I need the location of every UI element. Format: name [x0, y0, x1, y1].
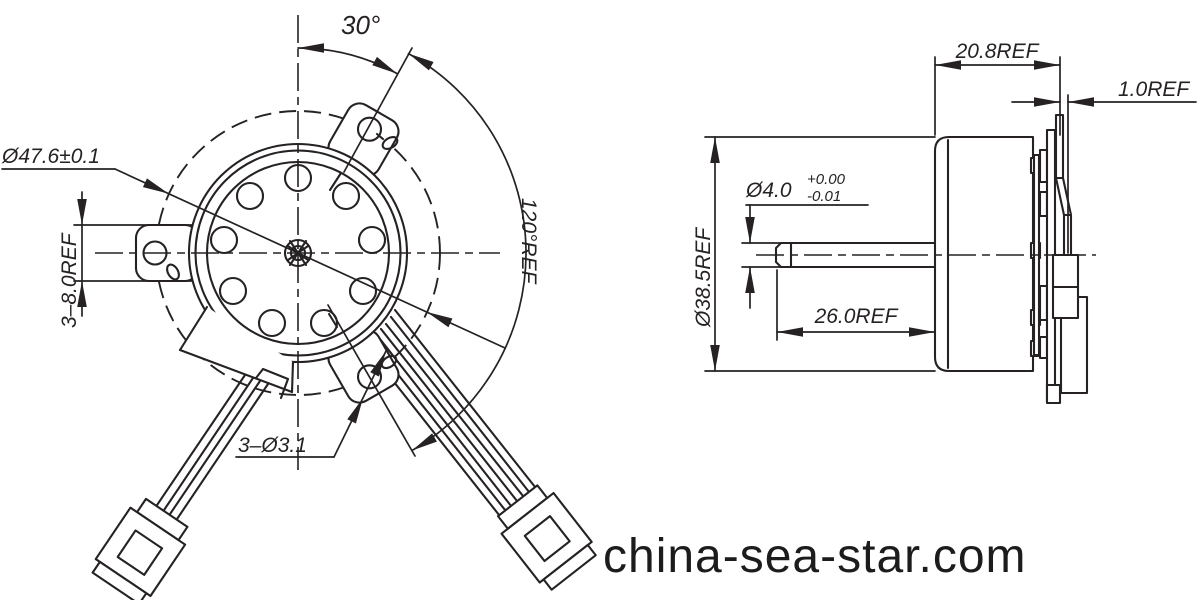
dim-30deg-label: 30°	[341, 10, 380, 40]
tab-hole-30deg	[356, 116, 383, 142]
dim-body-length-label: 20.8REF	[955, 40, 1040, 63]
wire-exit-housing	[178, 305, 295, 400]
dim-side-diameter: Ø38.5REF	[692, 136, 936, 372]
side-view: 20.8REF 1.0REF Ø38.5REF	[692, 40, 1197, 405]
tab-slot-30deg	[381, 136, 399, 150]
right-wire-bundle	[362, 308, 541, 522]
dim-tab-holes-label: 3–Ø3.1	[238, 434, 307, 457]
dim-30deg: 30°	[297, 10, 400, 78]
dim-shaft-length-label: 26.0REF	[814, 305, 899, 328]
mounting-tabs	[134, 102, 400, 404]
side-body	[933, 135, 1035, 373]
tab-axis-30deg	[343, 47, 413, 173]
dim-shaft-tol-lower: -0.01	[807, 188, 841, 205]
right-connector	[496, 484, 597, 591]
rear-assembly	[1029, 113, 1089, 405]
dim-shaft-diameter-label: Ø4.0	[745, 179, 792, 202]
front-view: 30° 120°REF Ø47.6±0.1 3–8.0REF	[1, 10, 597, 600]
dim-tab-width-label: 3–8.0REF	[58, 232, 81, 328]
dim-shaft-length: 26.0REF	[776, 269, 936, 341]
tab-slot-270deg	[166, 263, 180, 281]
dim-body-diameter-label: Ø47.6±0.1	[1, 145, 100, 168]
dim-tab-width: 3–8.0REF	[58, 191, 193, 328]
tab-hole-150deg	[356, 364, 383, 390]
dim-120deg-label: 120°REF	[517, 198, 540, 285]
dim-120deg: 120°REF	[406, 49, 540, 455]
left-connector	[91, 497, 189, 600]
dim-side-diameter-label: Ø38.5REF	[692, 227, 715, 328]
dim-shaft-diameter: Ø4.0 +0.00 -0.01	[741, 171, 869, 309]
dim-pcb-offset: 1.0REF	[1011, 78, 1197, 254]
dim-body-diameter: Ø47.6±0.1	[1, 145, 506, 349]
left-wire-bundle	[151, 373, 270, 527]
dim-body-length: 20.8REF	[934, 40, 1061, 136]
tab-slot-150deg	[380, 354, 398, 370]
dim-tab-holes: 3–Ø3.1	[235, 348, 391, 458]
watermark-text: china-sea-star.com	[603, 530, 1027, 583]
dim-shaft-tol-upper: +0.00	[807, 171, 846, 188]
rear-foot	[1045, 383, 1062, 405]
dim-pcb-offset-label: 1.0REF	[1118, 78, 1190, 101]
